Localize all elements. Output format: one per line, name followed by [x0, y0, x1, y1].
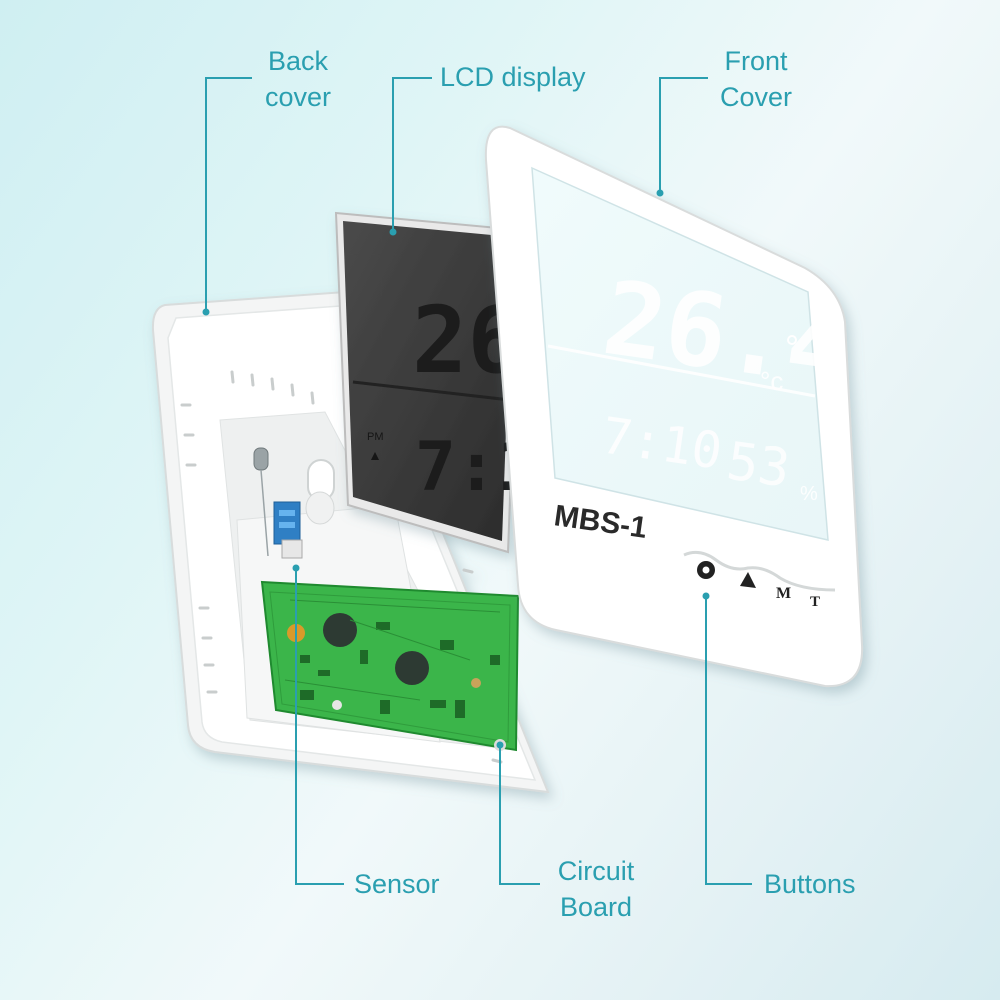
front-cover-label-line1: Front	[712, 43, 800, 79]
front-humidity-digits: 53	[723, 431, 793, 499]
front-degree-unit: °c	[760, 366, 783, 396]
front-cover-leader	[660, 78, 708, 193]
back-cover-label-line1: Back	[256, 43, 340, 79]
front-cover-label-line2: Cover	[712, 79, 800, 115]
front-humidity-unit: %	[800, 483, 818, 505]
buttons-label: Buttons	[764, 866, 856, 902]
front-cover: 26.4 °c 7:10 53 % MBS-1 M T	[486, 127, 862, 686]
circuit-board-label: Circuit Board	[548, 853, 644, 925]
sensor-label: Sensor	[354, 866, 440, 902]
m-button[interactable]: M	[776, 585, 791, 602]
lcd-display-leader	[393, 78, 432, 232]
circuit-board-label-line2: Board	[548, 889, 644, 925]
back-cover-label-line2: cover	[256, 79, 340, 115]
circuit-board-label-line1: Circuit	[548, 853, 644, 889]
settings-button[interactable]	[697, 561, 715, 579]
front-cover-label: Front Cover	[712, 43, 800, 115]
gear-icon	[703, 567, 710, 574]
t-button[interactable]: T	[810, 594, 820, 610]
back-cover-label: Back cover	[256, 43, 340, 115]
back-cover-leader	[206, 78, 252, 312]
lcd-pm-indicator: PM	[367, 431, 384, 443]
lcd-display-label: LCD display	[440, 59, 586, 95]
